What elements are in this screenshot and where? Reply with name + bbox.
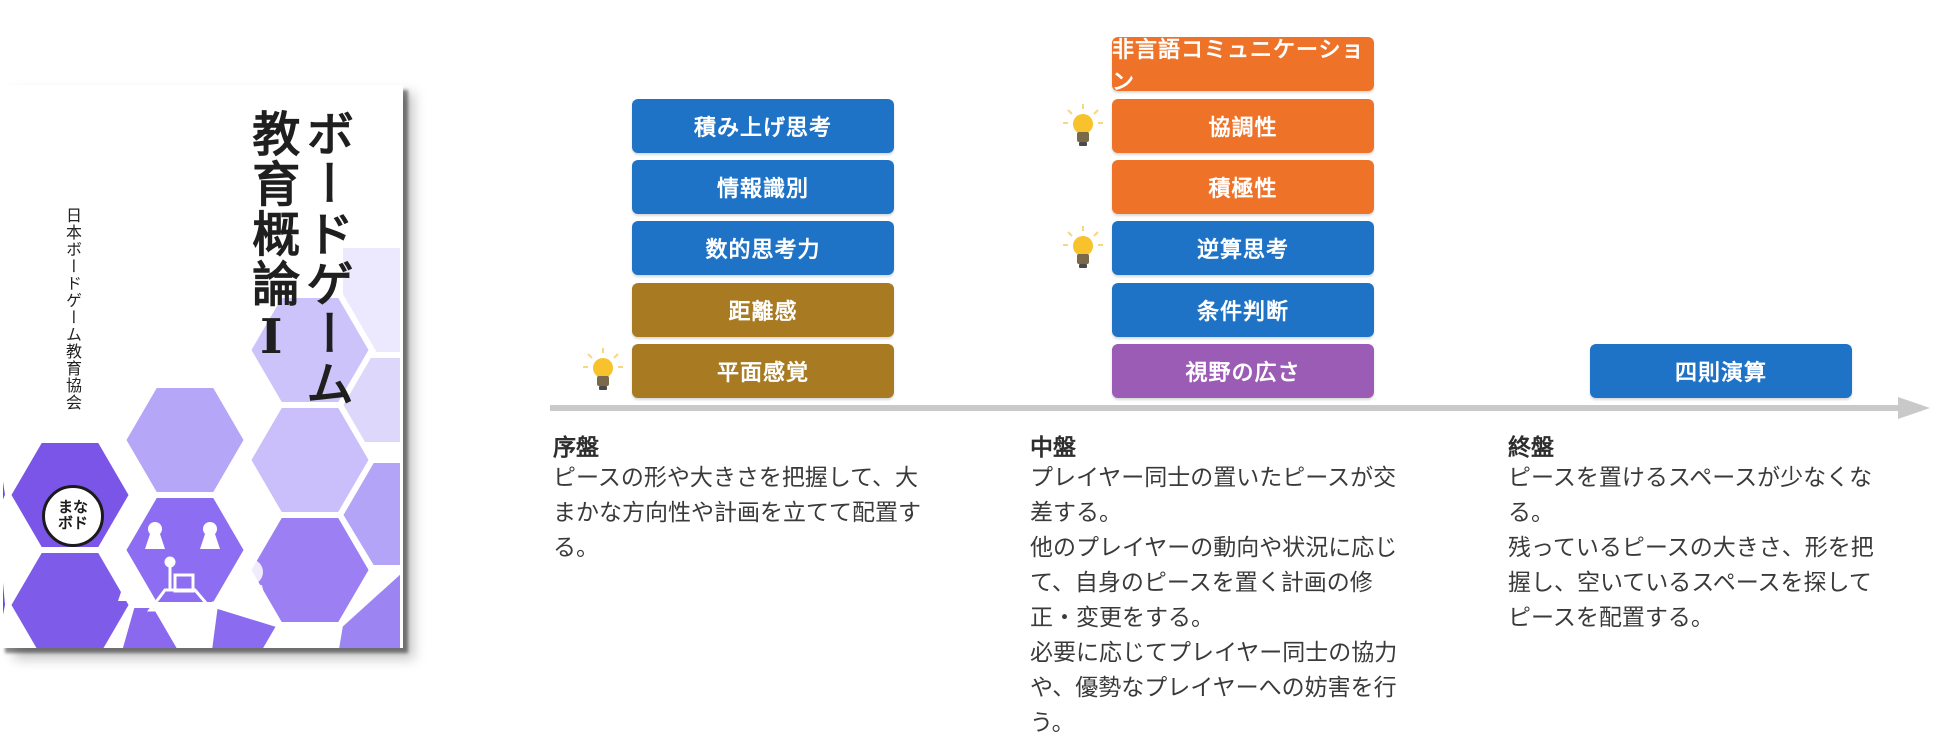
badge-broad-perspective: 視野の広さ — [1112, 344, 1374, 398]
manabodo-logo: まな ボド — [42, 485, 104, 547]
hexagon-pattern — [0, 242, 403, 648]
badge-information-identification: 情報識別 — [632, 160, 894, 214]
badge-numerical-thinking: 数的思考力 — [632, 221, 894, 275]
logo-text-top: まな — [57, 498, 88, 517]
book-title: ボードゲーム 教育概論Ⅰ — [243, 109, 353, 409]
badge-cooperativeness: 協調性 — [1112, 99, 1374, 153]
book-cover-area: ボードゲーム 教育概論Ⅰ 日本ボードゲーム教育協会 まな ボド — [0, 85, 415, 659]
lightbulb-icon — [583, 348, 623, 390]
badge-nonverbal-communication: 非言語コミュニケーション — [1112, 37, 1374, 95]
badge-four-arithmetic-operations: 四則演算 — [1590, 344, 1852, 398]
badge-planar-sense: 平面感覚 — [632, 344, 894, 398]
badge-backward-thinking: 逆算思考 — [1112, 221, 1374, 275]
timeline-arrow — [550, 397, 1930, 419]
book-title-line2: 教育概論Ⅰ — [243, 109, 300, 367]
book-organization: 日本ボードゲーム教育協会 — [63, 207, 82, 411]
phase-description-late: ピースを置けるスペースが少なくな る。 残っているピースの大きさ、形を把 握し、… — [1508, 465, 1874, 631]
phase-title-late: 終盤 — [1508, 434, 1554, 461]
logo-text-bottom: ボド — [57, 514, 88, 532]
phase-title-middle: 中盤 — [1030, 434, 1076, 461]
phase-title-early: 序盤 — [553, 434, 599, 461]
badge-conditional-judgment: 条件判断 — [1112, 283, 1374, 337]
phase-description-early: ピースの形や大きさを把握して、大 まかな方向性や計画を立てて配置す る。 — [553, 465, 921, 561]
lightbulb-icon — [1063, 226, 1103, 268]
badge-stacking-thinking: 積み上げ思考 — [632, 99, 894, 153]
book-cover: ボードゲーム 教育概論Ⅰ 日本ボードゲーム教育協会 まな ボド — [0, 85, 403, 648]
badge-proactiveness: 積極性 — [1112, 160, 1374, 214]
book-title-line1: ボードゲーム — [297, 109, 353, 409]
badge-sense-of-distance: 距離感 — [632, 283, 894, 337]
lightbulb-icon — [1063, 104, 1103, 146]
phase-description-middle: プレイヤー同士の置いたピースが交 差する。 他のプレイヤーの動向や状況に応じ て… — [1030, 465, 1398, 736]
